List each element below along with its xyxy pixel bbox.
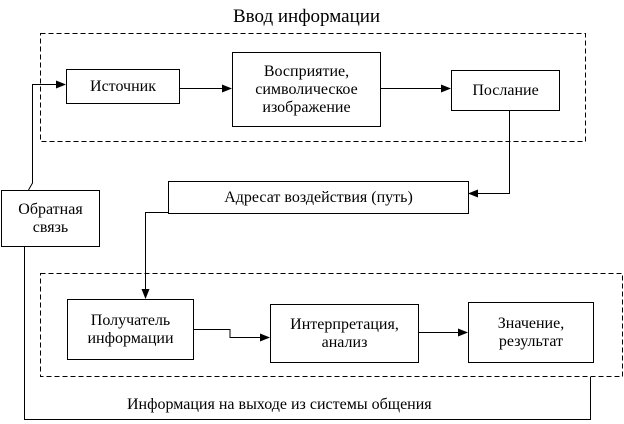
node-message-label: Послание bbox=[472, 81, 539, 99]
arrow-feedback-to-source bbox=[28, 80, 66, 191]
node-interpretation: Интерпретация, анализ bbox=[270, 304, 419, 363]
node-interpretation-label: Интерпретация, анализ bbox=[290, 315, 399, 351]
arrow-receiver-to-interpretation bbox=[193, 329, 270, 342]
node-feedback: Обратная связь bbox=[1, 190, 100, 247]
output-group-frame bbox=[40, 273, 623, 377]
node-addressee-label: Адресат воздействия (путь) bbox=[224, 188, 413, 206]
node-feedback-label: Обратная связь bbox=[18, 200, 83, 236]
feedback-loop-line bbox=[24, 247, 591, 420]
node-source: Источник bbox=[66, 69, 180, 104]
node-meaning-label: Значение, результат bbox=[497, 314, 565, 350]
node-receiver-label: Получатель информации bbox=[87, 311, 174, 347]
output-section-caption: Информация на выходе из системы общения bbox=[127, 396, 432, 413]
node-receiver: Получатель информации bbox=[67, 299, 194, 360]
node-perception: Восприятие, символическое изображение bbox=[232, 52, 381, 127]
input-group-frame bbox=[40, 33, 586, 142]
node-meaning: Значение, результат bbox=[468, 302, 594, 363]
node-message: Послание bbox=[451, 70, 560, 111]
node-perception-label: Восприятие, символическое изображение bbox=[255, 62, 358, 116]
input-section-title: Ввод информации bbox=[233, 6, 381, 27]
node-source-label: Источник bbox=[90, 77, 156, 95]
arrow-addressee-to-receiver bbox=[141, 212, 168, 299]
arrow-message-to-addressee bbox=[468, 110, 510, 198]
node-addressee: Адресат воздействия (путь) bbox=[168, 181, 469, 214]
